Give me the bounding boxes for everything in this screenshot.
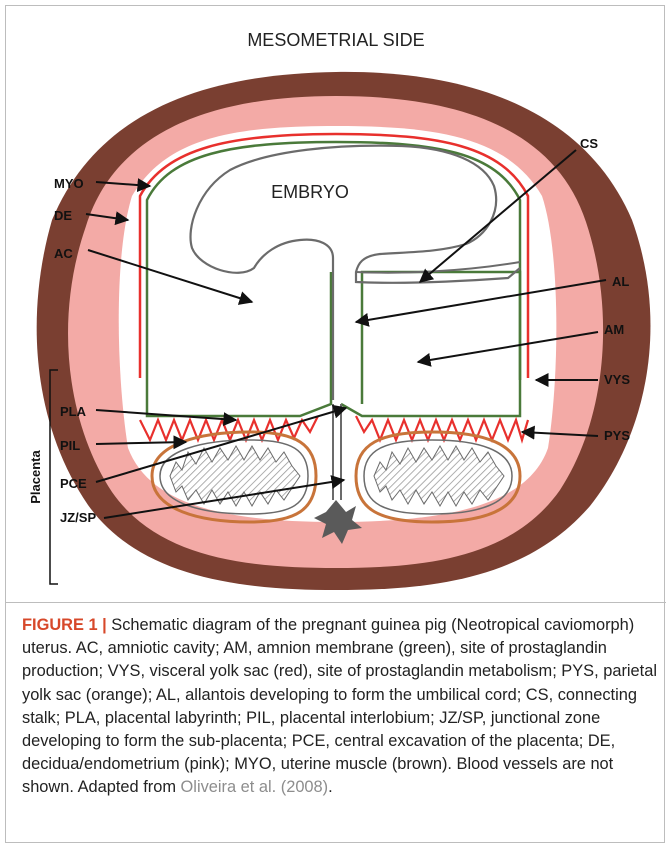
al-label: AL — [612, 274, 629, 289]
am-label: AM — [604, 322, 624, 337]
mesometrial-side-title: MESOMETRIAL SIDE — [247, 30, 424, 50]
uterus-diagram: MESOMETRIAL SIDE Placenta MYO DE AC CS A… — [0, 0, 672, 600]
pil-label: PIL — [60, 438, 80, 453]
vys-label: VYS — [604, 372, 630, 387]
cs-label: CS — [580, 136, 598, 151]
jzsp-label: JZ/SP — [60, 510, 96, 525]
caption-reference-link[interactable]: Oliveira et al. (2008) — [181, 778, 329, 796]
de-label: DE — [54, 208, 72, 223]
pce-label: PCE — [60, 476, 87, 491]
pla-label: PLA — [60, 404, 87, 419]
embryo-label: EMBRYO — [271, 182, 349, 202]
ac-label: AC — [54, 246, 73, 261]
caption-divider — [6, 602, 666, 603]
caption-text: Schematic diagram of the pregnant guinea… — [22, 616, 657, 796]
myo-label: MYO — [54, 176, 84, 191]
caption-end: . — [328, 778, 333, 796]
figure-label: FIGURE 1 | — [22, 616, 107, 634]
pys-label: PYS — [604, 428, 630, 443]
placenta-label: Placenta — [28, 449, 43, 503]
figure-caption: FIGURE 1 | Schematic diagram of the preg… — [22, 614, 658, 800]
